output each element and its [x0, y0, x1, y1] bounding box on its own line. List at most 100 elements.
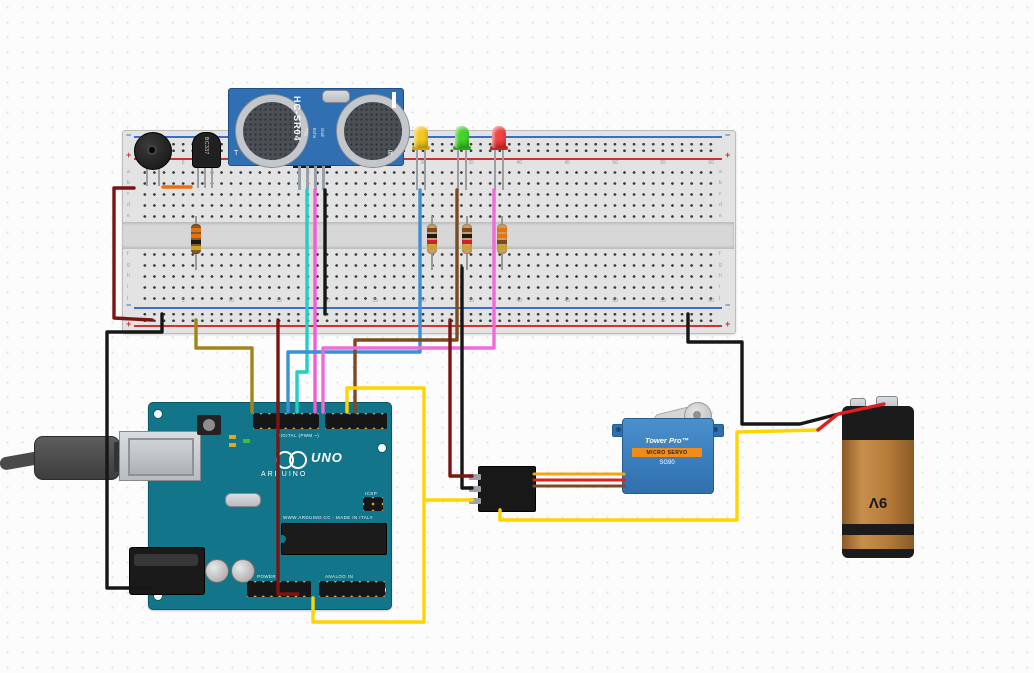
breadboard-row-letter: c [127, 191, 130, 197]
rail-minus-mark: − [725, 130, 731, 140]
wire-rail-5v-darkred[interactable] [276, 318, 300, 596]
bottom-rail-red-line [134, 325, 722, 327]
bottom-block-holes[interactable] [140, 249, 716, 304]
servo-sg90[interactable]: Tower Pro™ MICRO SERVO SG90 [610, 396, 726, 496]
sensor-crystal [322, 90, 350, 103]
wire-red-led-pink[interactable] [321, 188, 496, 414]
breadboard-row-letter: a [719, 169, 722, 175]
atmega-chip[interactable] [278, 523, 387, 555]
arduino-uno[interactable]: DIGITAL (PWM ~) UNO ARDUINO ICSP WWW.ARD… [119, 402, 392, 610]
breadboard-column-number: 20 [324, 298, 330, 304]
sensor-pin [298, 166, 301, 190]
led-bulb [492, 126, 506, 148]
power-jack-barrel [134, 554, 198, 566]
arduino-logo-icon [289, 451, 307, 469]
sensor-pin-label-vcc: Vcc [296, 128, 301, 136]
sensor-pin-label-echo: Echo [312, 128, 317, 139]
led-rx [229, 443, 236, 447]
breadboard-column-number: 35 [468, 298, 474, 304]
reset-button[interactable] [197, 415, 221, 435]
resistor[interactable] [427, 216, 437, 270]
piezo-buzzer[interactable] [134, 132, 172, 188]
led-leg [416, 150, 418, 190]
battery-bottom [842, 549, 914, 558]
breadboard-row-letter: h [719, 273, 722, 279]
servo-band: MICRO SERVO [632, 448, 702, 457]
breadboard-column-number: 10 [228, 298, 234, 304]
breadboard-row-letter: g [127, 262, 130, 268]
breadboard-column-number: 50 [612, 160, 618, 166]
resistor[interactable] [191, 216, 201, 270]
transistor-body: BC337 [192, 132, 221, 168]
icsp-header[interactable] [363, 497, 383, 511]
breadboard-column-number: 45 [564, 160, 570, 166]
breadboard-row-letter: g [719, 262, 722, 268]
board-site-text: WWW.ARDUINO.CC - MADE IN ITALY [283, 515, 374, 520]
breadboard-column-number: 45 [564, 298, 570, 304]
transistor-leg [204, 164, 206, 188]
led-red[interactable] [490, 126, 508, 190]
bottom-rail-holes[interactable] [140, 311, 716, 324]
resistor[interactable] [462, 216, 472, 270]
wire-buzzer-rail-darkred[interactable] [112, 186, 154, 322]
sensor-pin-label-trig: Trig [304, 128, 309, 136]
led-bulb [414, 126, 428, 148]
breadboard-column-number: 25 [372, 298, 378, 304]
analog-label: ANALOG IN [325, 574, 354, 579]
wire-khaki-buzzer-arduino[interactable] [194, 318, 254, 414]
transistor-leg [211, 164, 213, 188]
wire-servo-gnd-black[interactable] [460, 266, 474, 490]
wire-green-led-brown[interactable] [353, 188, 459, 414]
wire-battery-minus-black[interactable] [686, 312, 856, 426]
breadboard-column-number: 5 [181, 160, 185, 166]
wire-servo-signal-yellow[interactable] [345, 386, 474, 502]
top-block-holes[interactable] [140, 167, 716, 222]
reset-button-cap [203, 419, 215, 431]
usb-socket[interactable] [119, 431, 201, 481]
connector-pin [469, 474, 481, 480]
mount-hole [377, 443, 387, 453]
servo-flange-hole [616, 427, 621, 432]
sensor-mark-t: T [234, 150, 239, 157]
breadboard-column-number: 55 [660, 298, 666, 304]
rail-minus-mark: − [126, 130, 132, 140]
led-flange [490, 146, 508, 150]
rail-minus-mark: − [126, 300, 132, 310]
transducer [337, 95, 409, 167]
breadboard-column-number: 40 [516, 298, 522, 304]
resistor[interactable] [497, 216, 507, 270]
transducer [236, 95, 308, 167]
led-bulb [455, 126, 469, 148]
led-yellow[interactable] [412, 126, 430, 190]
battery-9v[interactable]: 9V [842, 396, 914, 558]
breadboard-row-letter: a [127, 169, 130, 175]
wire-sensor-trig-cyan[interactable] [295, 188, 309, 414]
rail-plus-mark: + [126, 150, 132, 160]
led-green[interactable] [453, 126, 471, 190]
digital-header-left[interactable] [325, 413, 387, 429]
digital-header-right[interactable] [253, 413, 319, 429]
digital-label: DIGITAL (PWM ~) [277, 433, 320, 438]
breadboard-row-letter: d [719, 202, 722, 208]
transistor-bc337[interactable]: BC337 [192, 132, 221, 188]
wire-vin-loop-yellow[interactable] [311, 498, 426, 624]
analog-header[interactable] [319, 581, 385, 597]
wire-battery-plus-red[interactable] [816, 402, 886, 432]
capacitor [205, 559, 229, 583]
servo-connector[interactable] [469, 466, 536, 512]
board-title: UNO [311, 450, 343, 465]
silkscreen-mark [392, 92, 396, 108]
wire-gnd-left-black[interactable] [105, 312, 164, 590]
buzzer-hole [149, 147, 155, 153]
hc-sr04-sensor[interactable]: HC-SR04 T R Vcc Trig Echo Gnd [228, 88, 409, 190]
top-rail-red-line [134, 158, 722, 160]
led-flange [412, 146, 430, 150]
breadboard-column-number: 50 [612, 298, 618, 304]
battery-label: 9V [868, 494, 888, 511]
battery-band [842, 524, 914, 535]
wire-servo-power-darkred[interactable] [448, 318, 474, 478]
servo-model: SG90 [659, 460, 675, 466]
wire-battery-plus-yellow[interactable] [498, 428, 820, 522]
servo-brand: Tower Pro™ [645, 436, 689, 445]
